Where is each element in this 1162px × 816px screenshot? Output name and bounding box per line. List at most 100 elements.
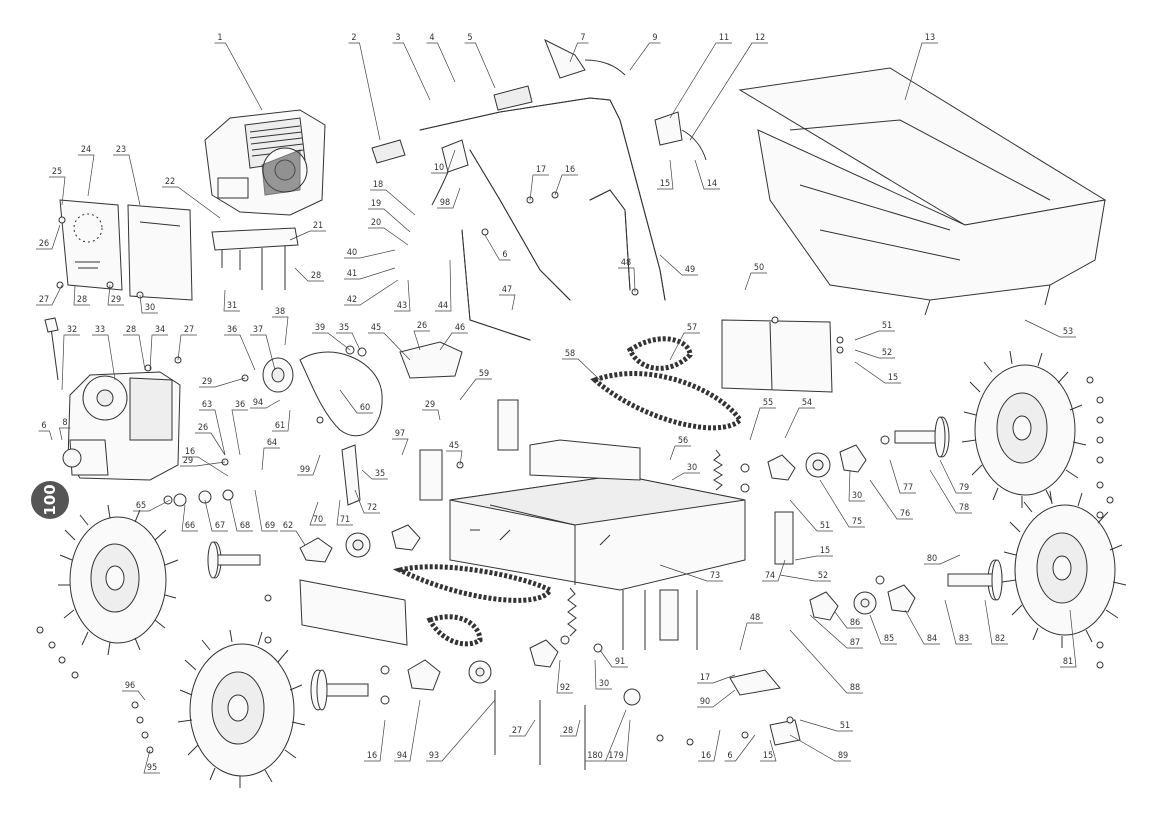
leader-line bbox=[854, 361, 901, 384]
leader-line bbox=[312, 332, 351, 351]
part-callout-label: 53 bbox=[1063, 327, 1073, 337]
leader-line bbox=[618, 267, 636, 293]
badge-text: 100 bbox=[41, 484, 59, 515]
part-callout-label: 77 bbox=[903, 483, 913, 493]
tension-springs bbox=[567, 449, 723, 637]
part-callout-label: 28 bbox=[77, 295, 87, 305]
part-callout-label: 57 bbox=[687, 323, 697, 333]
part-callout-label: 1 bbox=[217, 33, 222, 43]
part-callout-label: 48 bbox=[750, 613, 760, 623]
part-callout-label: 61 bbox=[275, 421, 285, 431]
leader-line bbox=[834, 611, 863, 629]
leader-line bbox=[739, 622, 763, 651]
part-callout-label: 37 bbox=[253, 325, 263, 335]
part-callout-label: 180 bbox=[587, 751, 602, 761]
leader-line bbox=[348, 42, 381, 141]
part-callout-label: 48 bbox=[621, 258, 631, 268]
v-belt bbox=[299, 351, 383, 437]
part-callout-label: 87 bbox=[850, 638, 860, 648]
leader-line bbox=[446, 450, 463, 466]
leader-line bbox=[799, 719, 853, 732]
leader-line bbox=[392, 438, 409, 456]
fasteners bbox=[36, 191, 1114, 754]
part-callout-label: 85 bbox=[884, 634, 894, 644]
part-callout-label: 90 bbox=[700, 697, 710, 707]
part-callout-label: 52 bbox=[818, 571, 828, 581]
part-callout-label: 52 bbox=[882, 348, 892, 358]
leader-lines bbox=[36, 42, 1077, 774]
part-callout-label: 31 bbox=[227, 301, 237, 311]
leader-line bbox=[904, 609, 940, 645]
leader-line bbox=[289, 230, 326, 241]
leader-line bbox=[38, 430, 53, 441]
part-callout-label: 51 bbox=[882, 321, 892, 331]
leader-line bbox=[924, 554, 961, 565]
part-callout-label: 40 bbox=[347, 248, 357, 258]
leader-line bbox=[392, 42, 431, 101]
leader-line bbox=[224, 334, 256, 371]
part-callout-label: 42 bbox=[347, 295, 357, 305]
part-callout-label: 3 bbox=[395, 33, 400, 43]
part-callout-label: 50 bbox=[754, 263, 764, 273]
leader-line bbox=[49, 176, 66, 206]
leader-line bbox=[123, 334, 146, 371]
part-callout-label: 36 bbox=[235, 400, 245, 410]
part-callout-label: 29 bbox=[202, 377, 212, 387]
leader-line bbox=[779, 574, 831, 582]
part-callout-label: 80 bbox=[927, 554, 937, 564]
leader-line bbox=[929, 469, 972, 514]
leader-line bbox=[297, 454, 321, 476]
leader-line bbox=[789, 499, 833, 532]
part-callout-label: 63 bbox=[202, 400, 212, 410]
badge-100: 100 bbox=[31, 481, 69, 519]
part-callout-label: 89 bbox=[838, 751, 848, 761]
belt-cover-plate bbox=[59, 199, 123, 291]
part-callout-label: 28 bbox=[126, 325, 136, 335]
leader-line bbox=[659, 564, 723, 582]
part-callout-label: 73 bbox=[710, 571, 720, 581]
part-callout-label: 12 bbox=[755, 33, 765, 43]
leader-line bbox=[854, 330, 895, 341]
part-callout-label: 4 bbox=[429, 33, 434, 43]
part-callout-label: 68 bbox=[240, 521, 250, 531]
leader-line bbox=[143, 749, 160, 774]
leader-line bbox=[261, 447, 280, 471]
part-callout-label: 16 bbox=[565, 165, 575, 175]
part-callout-label: 30 bbox=[852, 491, 862, 501]
leader-line bbox=[149, 334, 168, 371]
leader-line bbox=[594, 659, 612, 690]
leader-line bbox=[122, 690, 146, 701]
part-callout-label: 15 bbox=[660, 179, 670, 189]
part-callout-label: 27 bbox=[39, 295, 49, 305]
part-callout-label: 45 bbox=[371, 323, 381, 333]
part-callout-label: 32 bbox=[67, 325, 77, 335]
part-callout-label: 91 bbox=[615, 657, 625, 667]
leader-line bbox=[569, 42, 589, 63]
part-callout-label: 28 bbox=[311, 271, 321, 281]
chassis-frame bbox=[449, 439, 746, 591]
part-callout-label: 60 bbox=[360, 403, 370, 413]
part-callout-label: 66 bbox=[185, 521, 195, 531]
leader-line bbox=[61, 334, 80, 391]
leader-line bbox=[1060, 609, 1077, 668]
gearbox bbox=[44, 317, 181, 481]
leader-line bbox=[370, 189, 416, 216]
part-callout-label: 27 bbox=[512, 726, 522, 736]
rear-panel bbox=[721, 319, 833, 393]
wheel-front-left bbox=[58, 504, 179, 656]
leader-line bbox=[364, 719, 386, 762]
leader-line bbox=[139, 294, 158, 314]
leader-line bbox=[784, 407, 815, 439]
part-callout-label: 17 bbox=[536, 165, 546, 175]
leader-line bbox=[659, 254, 698, 276]
part-callout-label: 16 bbox=[367, 751, 377, 761]
leader-line bbox=[724, 734, 756, 762]
engine-mount-plate bbox=[211, 227, 299, 290]
leader-line bbox=[984, 599, 1008, 645]
leader-line bbox=[459, 378, 492, 401]
leader-line bbox=[439, 332, 468, 351]
engine-part bbox=[204, 109, 326, 216]
leader-line bbox=[294, 267, 324, 282]
leader-line bbox=[223, 289, 240, 312]
